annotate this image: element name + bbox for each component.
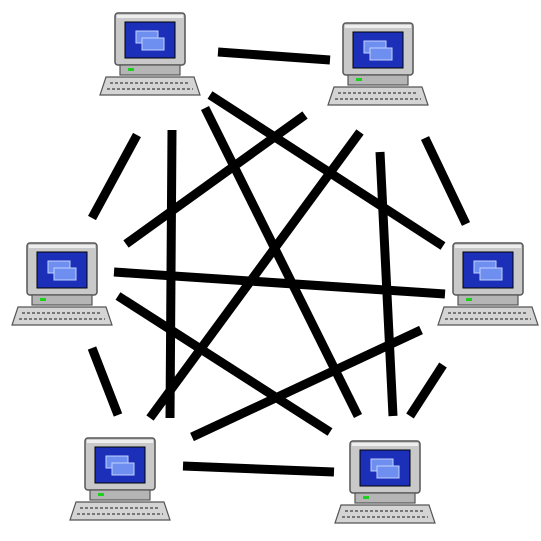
links-layer: [87, 47, 471, 477]
computer-icon-middle-right: [437, 242, 539, 326]
computer-icon-top-left: [99, 12, 201, 96]
link-top-right-to-middle-right: [420, 136, 471, 226]
computer-icon-bottom-left: [69, 437, 171, 521]
link-top-left-to-middle-left: [88, 132, 141, 221]
link-top-right-to-bottom-right: [375, 151, 398, 417]
link-top-left-to-bottom-right: [200, 105, 363, 419]
link-middle-right-to-bottom-right: [406, 362, 447, 419]
link-top-right-to-middle-left: [123, 111, 308, 248]
link-top-left-to-top-right: [217, 47, 331, 65]
link-middle-right-to-bottom-left: [190, 325, 423, 442]
link-bottom-left-to-bottom-right: [182, 461, 335, 477]
computer-icon-top-right: [327, 22, 429, 106]
link-middle-left-to-middle-right: [113, 267, 446, 299]
computer-icon-middle-left: [11, 242, 113, 326]
link-top-right-to-bottom-left: [146, 129, 364, 421]
link-middle-left-to-bottom-right: [115, 292, 333, 436]
link-middle-left-to-bottom-left: [87, 346, 123, 417]
computer-icon-bottom-right: [334, 440, 436, 524]
nodes-layer: [11, 12, 539, 524]
